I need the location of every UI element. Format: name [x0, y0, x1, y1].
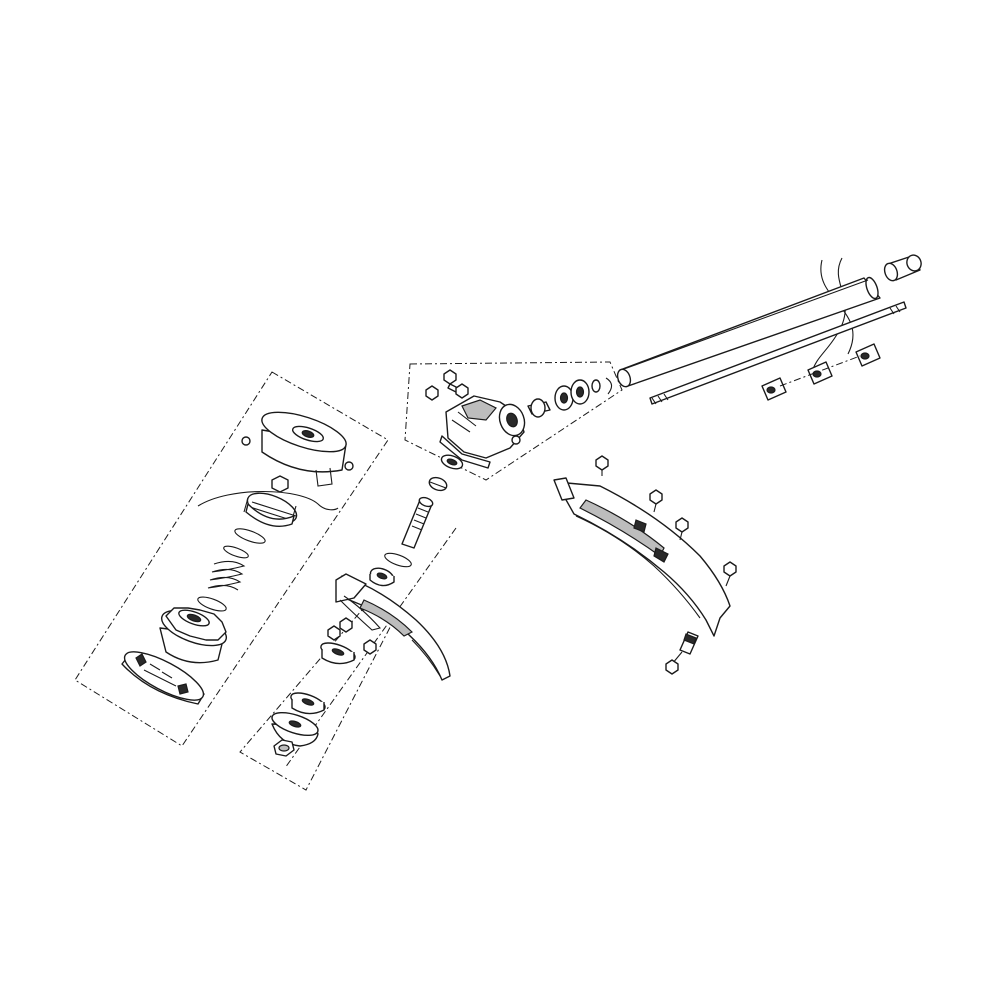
drive-washer — [320, 642, 356, 665]
extension-screw-3 — [675, 517, 689, 541]
shaft-bushing-2 — [807, 361, 833, 385]
shaft-tube — [616, 276, 881, 388]
extension-screw-2 — [649, 489, 663, 513]
cutting-guard — [335, 573, 451, 681]
head-base-plate — [121, 651, 205, 705]
trimmer-head-group-boundary — [74, 371, 389, 747]
gearbox-assembly — [369, 361, 623, 587]
tube-end-cap — [883, 254, 922, 282]
trimmer-head-assembly — [74, 371, 389, 747]
guard-extension-assembly — [553, 455, 737, 675]
spool-washer — [234, 528, 266, 544]
shaft-bushing-1 — [761, 377, 787, 401]
input-gear — [527, 398, 551, 418]
cover-screw-right — [344, 461, 354, 471]
gearbox-clamp-bolts — [425, 369, 469, 401]
gearbox-housing — [439, 395, 526, 469]
output-spindle — [401, 496, 434, 549]
blade-upper-washer — [290, 692, 326, 715]
line-spool — [243, 492, 298, 527]
shaft-bushing-3 — [855, 343, 881, 367]
line-cutter-blade — [671, 631, 699, 665]
trimmer-line — [197, 490, 339, 511]
gearbox-group-boundary — [404, 361, 623, 481]
base-o-ring — [197, 596, 227, 612]
bevel-gear-bearing — [440, 454, 464, 470]
gearbox-bearing-2 — [570, 379, 590, 405]
shaft-tube-assembly — [616, 254, 922, 405]
extension-screw-1 — [595, 455, 609, 476]
blade-cup — [271, 711, 319, 747]
compression-spring — [207, 560, 246, 591]
bevel-gear — [428, 476, 448, 492]
gearbox-spacer — [591, 379, 601, 393]
spring-washer — [223, 545, 249, 559]
gearbox-bearing-1 — [554, 385, 574, 411]
spool-cover — [261, 411, 347, 487]
bushing-axis — [779, 355, 861, 387]
extension-screw-4 — [723, 561, 737, 587]
guard-extension — [553, 477, 731, 637]
head-hub — [159, 607, 228, 664]
spindle-o-ring — [384, 552, 412, 568]
blade-screw — [665, 659, 679, 675]
blade-fastener-assembly — [239, 527, 457, 791]
spindle-bearing — [369, 567, 395, 587]
guard-screws — [327, 617, 377, 655]
blade-fastener-group-boundary — [239, 607, 401, 791]
spool-nut — [271, 475, 289, 493]
drive-shaft — [649, 301, 907, 405]
snap-ring — [605, 377, 613, 395]
blade-nut — [273, 739, 295, 757]
cover-screw-left — [241, 436, 251, 446]
